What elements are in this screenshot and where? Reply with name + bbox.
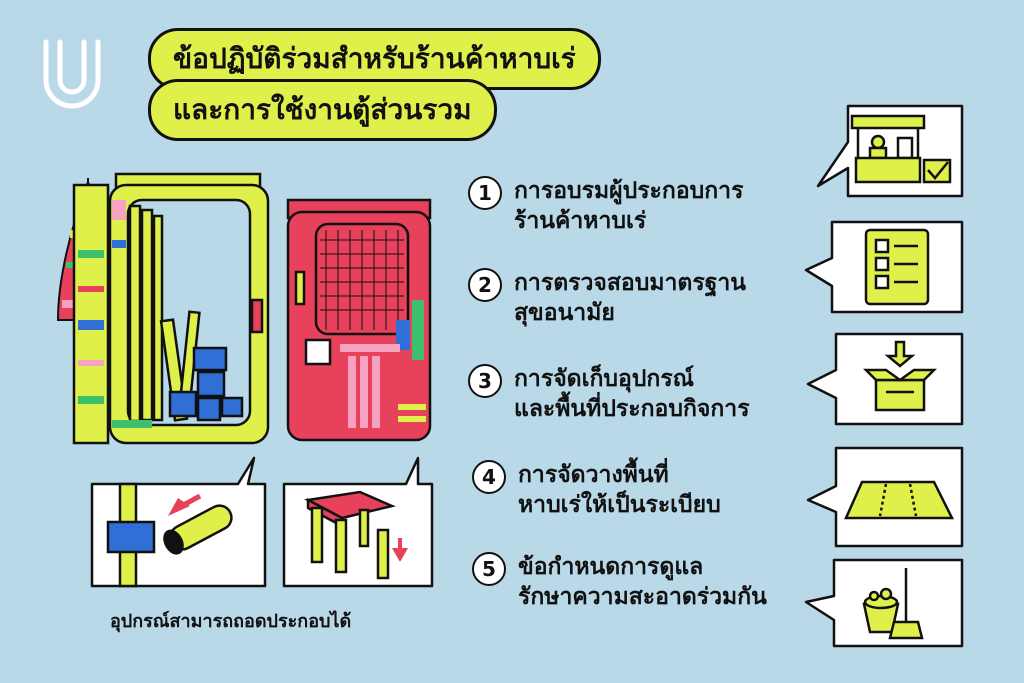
checklist-icon — [804, 220, 964, 314]
step-1-number: 1 — [468, 176, 502, 210]
step-2-number: 2 — [468, 268, 502, 302]
brand-logo-icon — [43, 39, 101, 109]
red-cabinet-illustration — [286, 198, 432, 442]
step-3-number: 3 — [468, 364, 502, 398]
red-cabinet-grid — [320, 230, 404, 330]
qr-code-icon — [304, 338, 332, 366]
floor-layout-icon — [806, 446, 964, 548]
step-4-line-1: การจัดวางพื้นที่ — [518, 462, 669, 488]
step-5-line-1: ข้อกำหนดการดูแล — [518, 554, 704, 580]
step-2-line-2: สุขอนามัย — [514, 300, 615, 326]
detail-bubble-tube — [90, 456, 267, 588]
title-line-2: และการใช้งานตู้ส่วนรวม — [148, 79, 497, 141]
equipment-caption: อุปกรณ์สามารถถอดประกอบได้ — [110, 611, 352, 632]
step-3-line-2: และพื้นที่ประกอบกิจการ — [514, 396, 750, 422]
yellow-cabinet-illustration — [72, 172, 270, 445]
storage-box-icon — [806, 332, 964, 426]
detail-bubble-table — [282, 456, 434, 588]
title-line-1: ข้อปฏิบัติร่วมสำหรับร้านค้าหาบเร่ — [148, 28, 601, 90]
step-5-line-2: รักษาความสะอาดร่วมกัน — [518, 584, 767, 610]
step-5-number: 5 — [472, 552, 506, 586]
step-4-number: 4 — [472, 460, 506, 494]
step-3-line-1: การจัดเก็บอุปกรณ์ — [514, 366, 695, 392]
step-1-line-1: การอบรมผู้ประกอบการ — [514, 178, 744, 204]
vendor-stall-icon — [816, 104, 964, 198]
step-4-line-2: หาบเร่ให้เป็นระเบียบ — [518, 492, 721, 518]
step-1-line-2: ร้านค้าหาบเร่ — [514, 208, 647, 234]
step-2-line-1: การตรวจสอบมาตรฐาน — [514, 270, 747, 296]
cleaning-tools-icon — [804, 558, 964, 648]
